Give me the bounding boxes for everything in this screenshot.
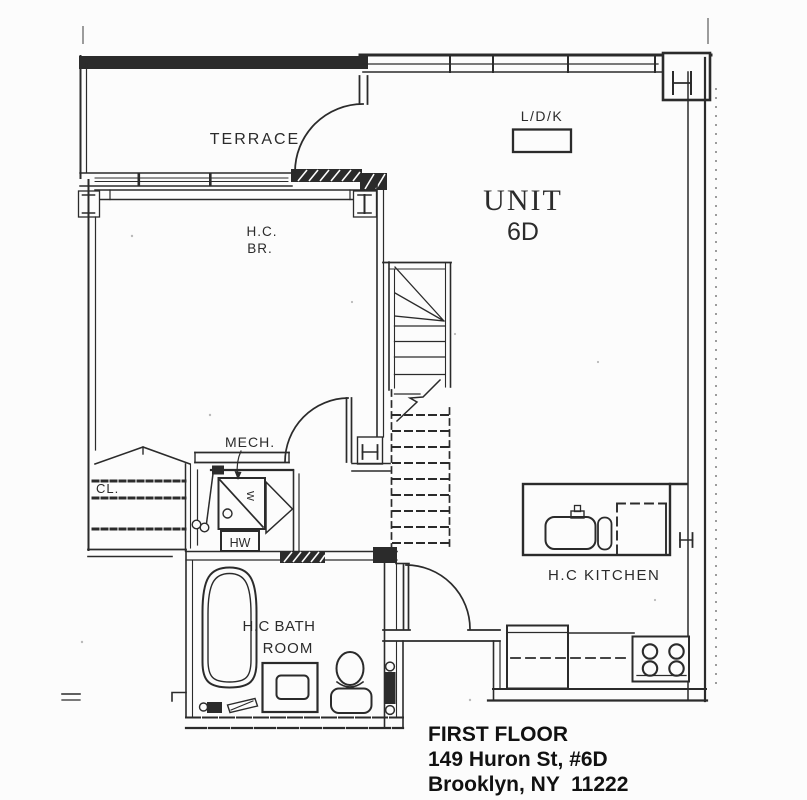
mech-label: MECH. (225, 434, 275, 450)
stove (631, 635, 690, 683)
address-line2: 149 Huron St, #6D (428, 748, 608, 771)
break-line (395, 378, 442, 423)
terrace-room: TERRACE (79, 55, 387, 190)
bedroom-label-line2: BR. (247, 241, 273, 256)
bathroom-label-line2: ROOM (263, 640, 314, 657)
scan-noise (80, 234, 657, 702)
bedroom-room: H.C. BR. (77, 179, 391, 551)
kitchen: H.C KITCHEN (382, 482, 709, 702)
address-line1: FIRST FLOOR (428, 723, 568, 746)
floor-fixtures (198, 697, 259, 714)
i-beam-column-right (352, 190, 378, 218)
drainboard (597, 516, 613, 551)
closet-label: CL. (96, 481, 119, 496)
hall-wall (382, 629, 501, 642)
hot-water-label: HW (230, 536, 251, 550)
pantry-cabinet (506, 624, 569, 690)
dishwasher (616, 502, 667, 554)
address-line3: Brooklyn, NY 11222 (428, 773, 628, 796)
bathroom-label-line1: H.C BATH (243, 618, 316, 635)
stairs (382, 261, 452, 549)
ldk-label: L/D/K (521, 108, 564, 124)
mech-door-wedge (265, 480, 294, 535)
bathroom-right-wall (383, 562, 404, 729)
washer-unit: W (217, 477, 266, 530)
i-beam-column-topright (661, 51, 712, 102)
bathroom-sink (261, 661, 319, 714)
ldk-tag-box (511, 128, 573, 154)
toilet (330, 651, 373, 714)
terrace-door-swing (294, 75, 369, 173)
i-beam-column-stair (356, 436, 384, 465)
stair-treads (393, 325, 446, 395)
bedroom-door-swing (284, 397, 353, 463)
wall-stub (61, 691, 187, 702)
closet: CL. (87, 463, 199, 558)
closet-rod-shelves (91, 479, 187, 531)
pipe-chase (385, 672, 396, 704)
hatched-wall-terrace (291, 169, 387, 190)
address-block: FIRST FLOOR 149 Huron St, #6D Brooklyn, … (428, 723, 628, 796)
terrace-parapet-wall (79, 56, 368, 69)
winder-treads (394, 266, 445, 322)
unit-number: 6D (507, 218, 539, 246)
kitchen-island (521, 482, 694, 557)
mech-door-leaf (204, 469, 215, 532)
kitchen-sink (544, 504, 597, 550)
hot-water-heater: HW (220, 530, 260, 552)
hall-door-swing (395, 562, 471, 630)
terrace-label: TERRACE (210, 131, 300, 148)
bedroom-window-wall (94, 189, 377, 201)
neighbor-wall-ticks (82, 18, 709, 44)
bathtub (201, 566, 258, 689)
mech-closet: W HW MECH. (191, 434, 300, 553)
bathroom: H.C BATH ROOM (61, 547, 405, 730)
washer-marker: W (244, 491, 256, 501)
stair-treads-dashed (392, 414, 450, 544)
bedroom-bottom-wall (194, 451, 290, 464)
kitchen-label: H.C KITCHEN (548, 567, 660, 584)
window-mullions-top (449, 54, 656, 73)
terrace-window-wall (79, 172, 293, 187)
bedroom-label-line1: H.C. (247, 224, 278, 239)
ldk-area: L/D/K UNIT 6D (483, 108, 573, 246)
hatched-wall-bath (280, 547, 397, 563)
exterior-walls (79, 18, 717, 703)
unit-label: UNIT (483, 184, 563, 217)
